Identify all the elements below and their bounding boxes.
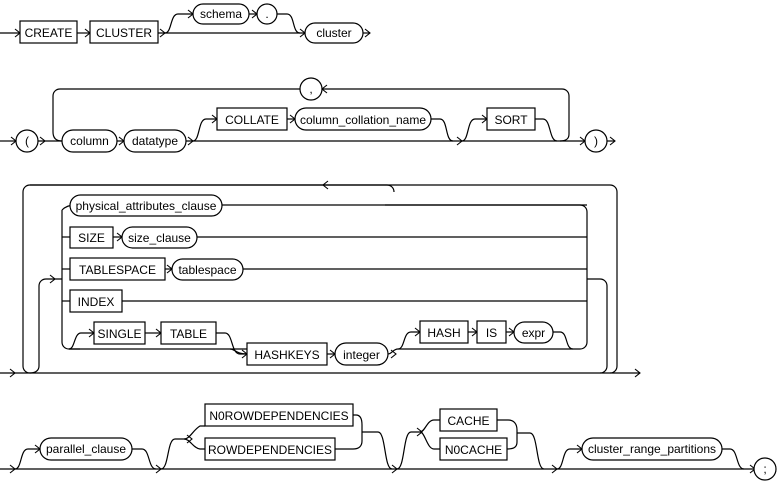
cluster-range-partitions-label: cluster_range_partitions xyxy=(588,442,716,456)
keyword-collate-label: COLLATE xyxy=(225,113,279,127)
close-paren-label: ) xyxy=(594,134,598,148)
column-collation-name-label: column_collation_name xyxy=(300,113,426,127)
physical-attributes-clause-label: physical_attributes_clause xyxy=(76,199,217,213)
column-label: column xyxy=(70,134,109,148)
semicolon-label: ; xyxy=(763,462,766,476)
schema-label: schema xyxy=(200,7,242,21)
datatype-label: datatype xyxy=(132,134,178,148)
semicolon-node xyxy=(753,457,777,481)
keyword-create xyxy=(19,20,78,44)
cluster-label: cluster xyxy=(316,26,351,40)
keyword-nocache-label: N0CACHE xyxy=(445,443,502,457)
keyword-single-label: SINGLE xyxy=(97,327,141,341)
keyword-table-label: TABLE xyxy=(170,327,207,341)
row-create-cluster: CREATE CLUSTER schema . cluster xyxy=(0,3,371,44)
open-paren-label: ( xyxy=(25,134,29,148)
dot-label: . xyxy=(265,7,268,21)
keyword-tablespace-label: TABLESPACE xyxy=(79,263,156,277)
keyword-create-label: CREATE xyxy=(25,26,73,40)
keyword-rowdependencies-label: ROWDEPENDENCIES xyxy=(208,443,332,457)
keyword-cache-label: CACHE xyxy=(447,414,489,428)
keyword-index-label: INDEX xyxy=(78,295,115,309)
keyword-cluster-label: CLUSTER xyxy=(96,26,152,40)
comma-node xyxy=(299,77,323,101)
row-options-terminator: parallel_clause N0ROWDEPENDENCIES ROWDEP… xyxy=(0,403,777,481)
size-clause-label: size_clause xyxy=(128,231,191,245)
keyword-hash-label: HASH xyxy=(427,326,460,340)
keyword-sort-label: SORT xyxy=(494,113,528,127)
keyword-is-label: IS xyxy=(486,326,497,340)
tablespace-label: tablespace xyxy=(178,263,236,277)
row-cluster-properties: physical_attributes_clause SIZE size_cla… xyxy=(0,180,641,378)
keyword-cluster xyxy=(89,20,159,44)
parallel-clause-label: parallel_clause xyxy=(46,442,126,456)
keyword-hashkeys-label: HASHKEYS xyxy=(254,348,319,362)
comma-label: , xyxy=(309,82,312,96)
row-column-list: ( , column datatype COLLATE column_colla… xyxy=(0,77,616,153)
keyword-norowdependencies-label: N0ROWDEPENDENCIES xyxy=(209,409,348,423)
expr-label: expr xyxy=(522,326,545,340)
keyword-size-label: SIZE xyxy=(78,231,105,245)
integer-label: integer xyxy=(343,348,380,362)
